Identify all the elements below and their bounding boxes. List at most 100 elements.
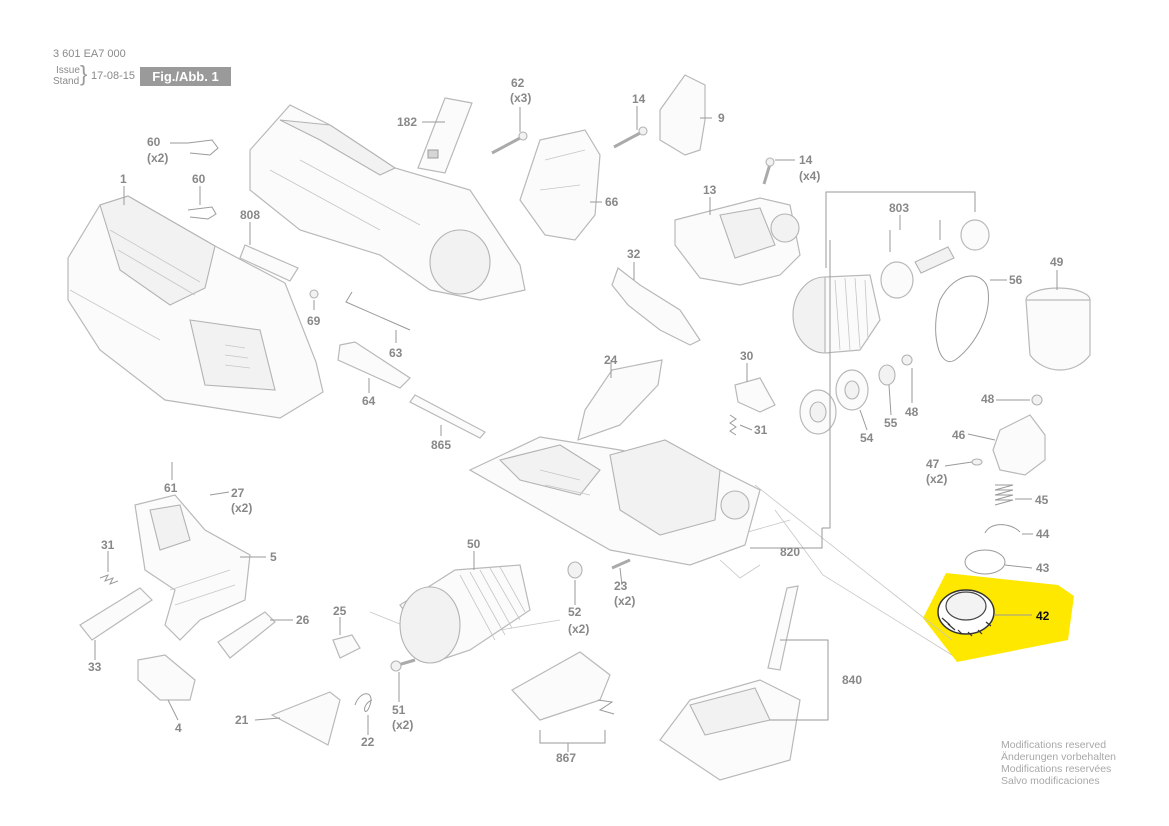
qty-14-lower: (x4) bbox=[799, 169, 820, 183]
part-182-label-plate bbox=[417, 97, 473, 174]
label-50: 50 bbox=[467, 537, 481, 551]
part-865-rail bbox=[409, 394, 486, 439]
part-23-pin bbox=[611, 558, 631, 570]
part-4-cover bbox=[137, 654, 196, 701]
label-27: 27 bbox=[231, 486, 245, 500]
label-60-b: 60 bbox=[192, 172, 206, 186]
issue-date: 17-08-15 bbox=[91, 70, 136, 82]
qty-27: (x2) bbox=[231, 501, 252, 515]
label-5: 5 bbox=[270, 550, 277, 564]
part-56-belt bbox=[935, 275, 989, 363]
part-48-screw bbox=[1031, 394, 1043, 406]
label-64: 64 bbox=[362, 394, 376, 408]
part-31-spring-b bbox=[99, 574, 119, 585]
part-43-ring bbox=[964, 549, 1006, 575]
label-56: 56 bbox=[1009, 273, 1023, 287]
modification-notes: Modifications reserved Änderungen vorbeh… bbox=[1001, 739, 1116, 787]
label-54: 54 bbox=[860, 431, 874, 445]
part-24-cover bbox=[577, 359, 663, 441]
label-60-a: 60 bbox=[147, 135, 161, 149]
label-23: 23 bbox=[614, 579, 628, 593]
part-30-lever bbox=[734, 377, 776, 413]
stand-label: Stand bbox=[53, 76, 80, 87]
part-808-strip bbox=[239, 244, 299, 282]
part-66-upper-housing bbox=[249, 104, 526, 301]
label-24: 24 bbox=[604, 353, 618, 367]
label-840: 840 bbox=[842, 673, 862, 687]
qty-23: (x2) bbox=[614, 594, 635, 608]
part-22-spring bbox=[354, 693, 373, 712]
part-21-guard bbox=[270, 691, 341, 746]
brace-glyph: } bbox=[80, 61, 88, 86]
label-182: 182 bbox=[397, 115, 417, 129]
note-es: Salvo modificaciones bbox=[1001, 775, 1100, 787]
label-47: 47 bbox=[926, 457, 940, 471]
part-66-cover bbox=[519, 129, 601, 241]
part-44-circlip bbox=[984, 524, 1021, 534]
part-5-switch-assembly bbox=[134, 494, 251, 641]
part-47-pin bbox=[971, 458, 983, 466]
label-43: 43 bbox=[1036, 561, 1050, 575]
bracket-lines bbox=[539, 191, 976, 744]
issue-label: Issue bbox=[56, 65, 80, 76]
qty-62: (x3) bbox=[510, 91, 531, 105]
note-en: Modifications reserved bbox=[1001, 739, 1107, 751]
qty-52: (x2) bbox=[568, 622, 589, 636]
label-21: 21 bbox=[235, 713, 249, 727]
label-26: 26 bbox=[296, 613, 310, 627]
part-31-spring-a bbox=[729, 414, 737, 436]
label-4: 4 bbox=[175, 721, 182, 735]
part-labels: 182 62 (x3) 14 9 60 (x2) 60 1 808 66 14 … bbox=[88, 76, 1064, 765]
part-33-button bbox=[79, 587, 153, 641]
label-63: 63 bbox=[389, 346, 403, 360]
part-69-nut bbox=[309, 289, 319, 299]
part-1-housing bbox=[67, 195, 324, 419]
part-867-adapter bbox=[511, 651, 615, 721]
part-840-shaft-base bbox=[659, 585, 801, 781]
label-49: 49 bbox=[1050, 255, 1064, 269]
note-fr: Modifications reservées bbox=[1001, 763, 1112, 775]
label-33: 33 bbox=[88, 660, 102, 674]
label-30: 30 bbox=[740, 349, 754, 363]
qty-60-a: (x2) bbox=[147, 151, 168, 165]
label-42: 42 bbox=[1036, 609, 1050, 623]
figure-badge: Fig./Abb. 1 bbox=[140, 67, 231, 86]
label-867: 867 bbox=[556, 751, 576, 765]
part-803-armature bbox=[792, 219, 990, 354]
part-60-clip-a bbox=[187, 139, 219, 156]
label-61: 61 bbox=[164, 481, 178, 495]
qty-51: (x2) bbox=[392, 718, 413, 732]
label-66: 66 bbox=[605, 195, 619, 209]
label-48-a: 48 bbox=[981, 392, 995, 406]
label-32: 32 bbox=[627, 247, 641, 261]
label-51: 51 bbox=[392, 703, 406, 717]
part-45-spring bbox=[994, 484, 1014, 506]
label-31-b: 31 bbox=[101, 538, 115, 552]
part-25-clip bbox=[332, 634, 361, 659]
label-45: 45 bbox=[1035, 493, 1049, 507]
label-25: 25 bbox=[333, 604, 347, 618]
part-50-motor bbox=[399, 564, 531, 664]
label-44: 44 bbox=[1036, 527, 1050, 541]
label-803: 803 bbox=[889, 201, 909, 215]
part-51-screw bbox=[390, 658, 416, 672]
part-63-wrench bbox=[345, 291, 411, 331]
part-820-baseplate bbox=[468, 436, 761, 566]
note-de: Änderungen vorbehalten bbox=[1001, 751, 1117, 763]
label-9: 9 bbox=[718, 111, 725, 125]
screws-upper bbox=[491, 126, 775, 185]
part-49-cup bbox=[1025, 287, 1091, 371]
part-42-knurled-nut bbox=[937, 589, 995, 637]
part-64-guide bbox=[337, 341, 411, 389]
label-865: 865 bbox=[431, 438, 451, 452]
part-46-housing bbox=[992, 414, 1046, 476]
document-number: 3 601 EA7 000 bbox=[53, 48, 126, 60]
part-9-cap bbox=[659, 74, 706, 156]
qty-47: (x2) bbox=[926, 472, 947, 486]
label-22: 22 bbox=[361, 735, 375, 749]
part-13-gearbox bbox=[674, 197, 801, 286]
label-55: 55 bbox=[884, 416, 898, 430]
label-31-a: 31 bbox=[754, 423, 768, 437]
